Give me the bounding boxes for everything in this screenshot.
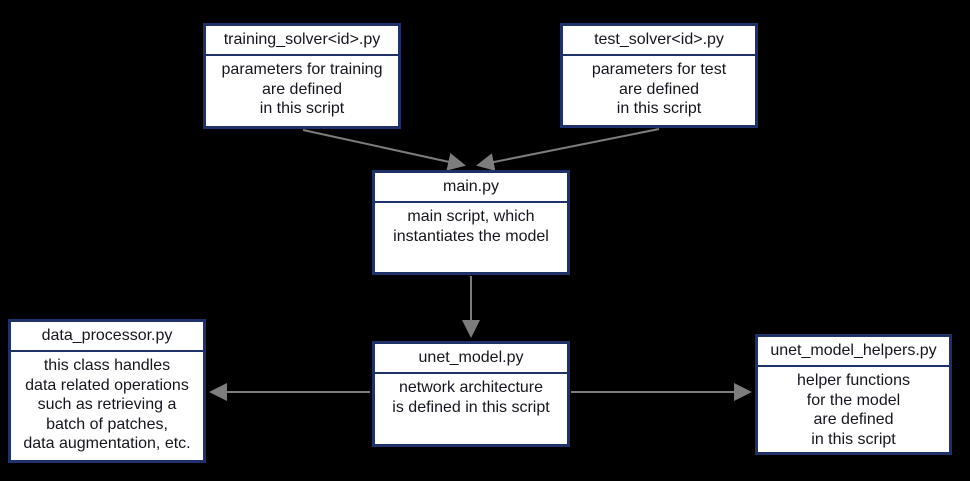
arrow-test-solver-to-main — [476, 128, 660, 171]
node-main: main.py main script, which instantiates … — [372, 170, 570, 275]
node-title: test_solver<id>.py — [563, 26, 755, 56]
node-unet-model-helpers: unet_model_helpers.py helper functions f… — [755, 334, 952, 455]
node-data-processor: data_processor.py this class handles dat… — [8, 319, 206, 463]
node-title: main.py — [375, 173, 567, 203]
node-title: unet_model_helpers.py — [758, 337, 949, 367]
node-body: network architecture is defined in this … — [392, 379, 550, 416]
node-body: this class handles data related operatio… — [23, 357, 191, 452]
node-body: helper functions for the model are defin… — [797, 372, 910, 448]
node-body: parameters for test are defined in this … — [591, 61, 727, 117]
node-title: unet_model.py — [375, 344, 567, 374]
node-title: data_processor.py — [11, 322, 203, 352]
node-title: training_solver<id>.py — [206, 26, 398, 56]
node-training-solver: training_solver<id>.py parameters for tr… — [203, 23, 401, 129]
node-body: parameters for training are defined in t… — [221, 61, 383, 117]
node-unet-model: unet_model.py network architecture is de… — [372, 341, 570, 447]
node-test-solver: test_solver<id>.py parameters for test a… — [560, 23, 758, 128]
arrow-training-solver-to-main — [302, 129, 466, 171]
node-body: main script, which instantiates the mode… — [393, 208, 549, 245]
